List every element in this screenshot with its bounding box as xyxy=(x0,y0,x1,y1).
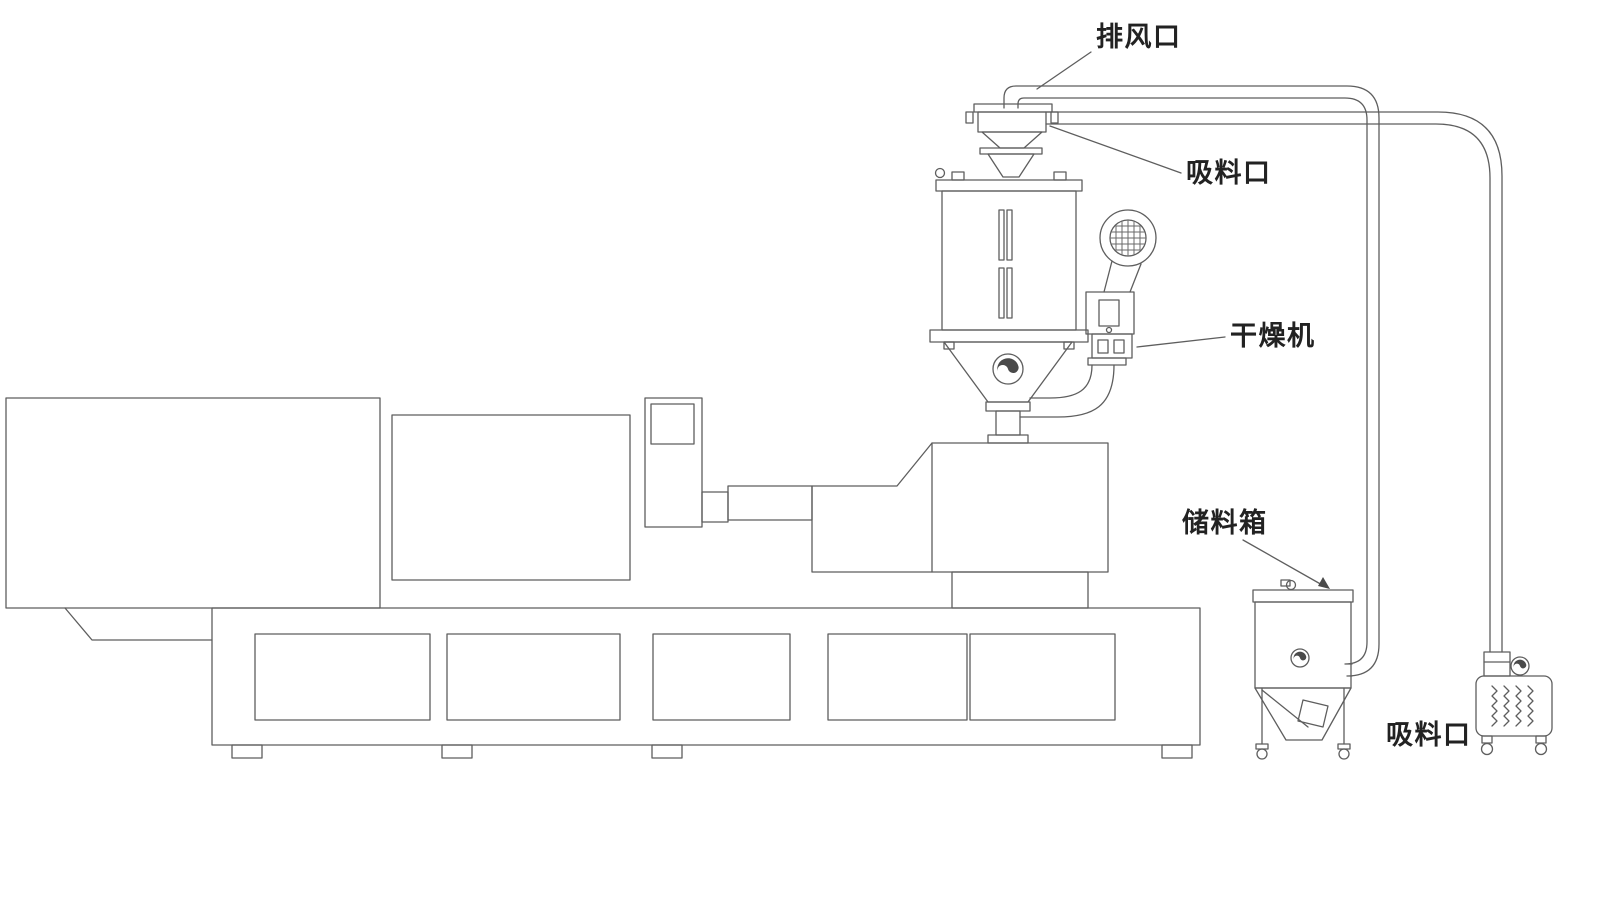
callout-labels: 排风口 吸料口 干燥机 储料箱 吸料口 xyxy=(1036,22,1472,751)
blower-duct xyxy=(1103,260,1113,293)
bin-pickup-lance xyxy=(1261,689,1309,728)
machine-base xyxy=(211,607,1201,746)
machine-foot xyxy=(1161,744,1193,759)
caster-wheel-icon xyxy=(1256,748,1268,760)
caster-wheel-icon xyxy=(1480,742,1494,756)
loader-cone xyxy=(981,131,1043,149)
bin-lid-valve-icon xyxy=(1285,579,1297,591)
caster-fork xyxy=(1535,735,1547,744)
control-window xyxy=(1098,299,1120,327)
machine-left-housing xyxy=(5,397,381,609)
brand-logo-icon xyxy=(1510,656,1530,676)
label-storage-bin: 储料箱 xyxy=(1182,507,1268,539)
label-suction-inlet-top: 吸料口 xyxy=(1186,158,1272,189)
filter-coil-icon xyxy=(1491,685,1498,727)
sight-glass xyxy=(1006,267,1013,319)
injection-barrel xyxy=(727,485,813,521)
control-knob-icon xyxy=(1105,326,1113,334)
heater-flange xyxy=(1087,357,1127,366)
filter-coil-icon xyxy=(1515,685,1522,727)
storage-bin xyxy=(1252,579,1354,760)
loader-lid xyxy=(973,103,1053,113)
brand-logo-icon xyxy=(992,353,1024,385)
bin-pickup-box xyxy=(1297,699,1329,728)
sight-glass xyxy=(1006,209,1013,261)
loader-funnel xyxy=(987,153,1035,178)
loader-clamp-right xyxy=(1050,111,1059,124)
blower-mesh-icon xyxy=(1110,220,1146,256)
machine-column-window xyxy=(650,403,695,445)
machine-foot xyxy=(441,744,473,759)
leader-exhaust-port xyxy=(1036,51,1092,90)
filter-coil-icon xyxy=(1527,685,1534,727)
leader-dryer xyxy=(1136,336,1226,348)
machine-column xyxy=(644,397,703,528)
vacuum-suction-unit xyxy=(1475,651,1553,756)
blower-housing xyxy=(1099,209,1157,267)
injection-unit-body xyxy=(811,442,1109,573)
base-panel xyxy=(652,633,791,721)
leader-suction-inlet-top xyxy=(1049,125,1182,174)
caster-fork xyxy=(1481,735,1493,744)
loader-body xyxy=(977,111,1047,133)
dryer-lid-flange xyxy=(935,179,1083,192)
label-exhaust-port: 排风口 xyxy=(1096,22,1182,53)
sight-glass xyxy=(998,209,1005,261)
exhaust-pipe-run xyxy=(1003,85,1380,677)
bin-body xyxy=(1254,601,1352,689)
sight-glass xyxy=(998,267,1005,319)
machine-base-step xyxy=(64,607,213,641)
base-panel xyxy=(446,633,621,721)
heater-vent xyxy=(1097,339,1109,354)
hot-air-elbow xyxy=(1019,364,1115,418)
machine-foot xyxy=(651,744,683,759)
loader-flange xyxy=(979,147,1043,155)
caster-fork xyxy=(1337,743,1351,750)
caster-wheel-icon xyxy=(1534,742,1548,756)
blower-fan xyxy=(1099,209,1157,293)
blower-grille xyxy=(1109,219,1147,257)
leader-storage-bin xyxy=(1242,539,1325,587)
conveying-pipes xyxy=(1003,85,1503,677)
caster-wheel-icon xyxy=(1338,748,1350,760)
dryer-bottom-flange xyxy=(929,329,1089,343)
base-panel xyxy=(254,633,431,721)
machine-foot xyxy=(231,744,263,759)
brand-logo-icon xyxy=(1290,648,1310,668)
bin-lid-fitting xyxy=(1280,579,1291,587)
hopper-dryer xyxy=(929,103,1157,444)
outlet-neck xyxy=(995,410,1021,436)
heater-vent xyxy=(1113,339,1125,354)
pipe-coupling xyxy=(1483,651,1511,677)
outlet-base-flange xyxy=(987,434,1029,444)
loader-clamp-left xyxy=(965,111,974,124)
lid-latch-icon xyxy=(934,167,946,179)
bin-cone xyxy=(1254,687,1352,741)
injection-molding-machine xyxy=(5,397,1201,759)
bin-lid xyxy=(1252,589,1354,603)
filter-coil-icon xyxy=(1503,685,1510,727)
label-dryer: 干燥机 xyxy=(1230,321,1316,352)
caster-fork xyxy=(1255,743,1269,750)
blower-duct xyxy=(1129,263,1142,293)
injection-body-pedestal xyxy=(951,571,1089,609)
dryer-control-box xyxy=(1085,291,1135,366)
machine-guard-panel xyxy=(391,414,631,581)
label-suction-inlet-bottom: 吸料口 xyxy=(1386,720,1472,751)
vacuum-unit-body xyxy=(1475,675,1553,737)
leader-arrowhead-icon xyxy=(1318,577,1330,589)
nozzle-block xyxy=(701,491,729,523)
hopper-loader xyxy=(965,103,1059,178)
lid-clamp xyxy=(1053,171,1067,181)
suction-pipe-run xyxy=(1045,111,1503,653)
base-panel xyxy=(969,633,1116,721)
outlet-flange xyxy=(985,401,1031,412)
lid-clamp xyxy=(951,171,965,181)
hot-air-elbow xyxy=(1029,364,1093,399)
dryer-cone xyxy=(943,341,1073,403)
base-panel xyxy=(827,633,968,721)
